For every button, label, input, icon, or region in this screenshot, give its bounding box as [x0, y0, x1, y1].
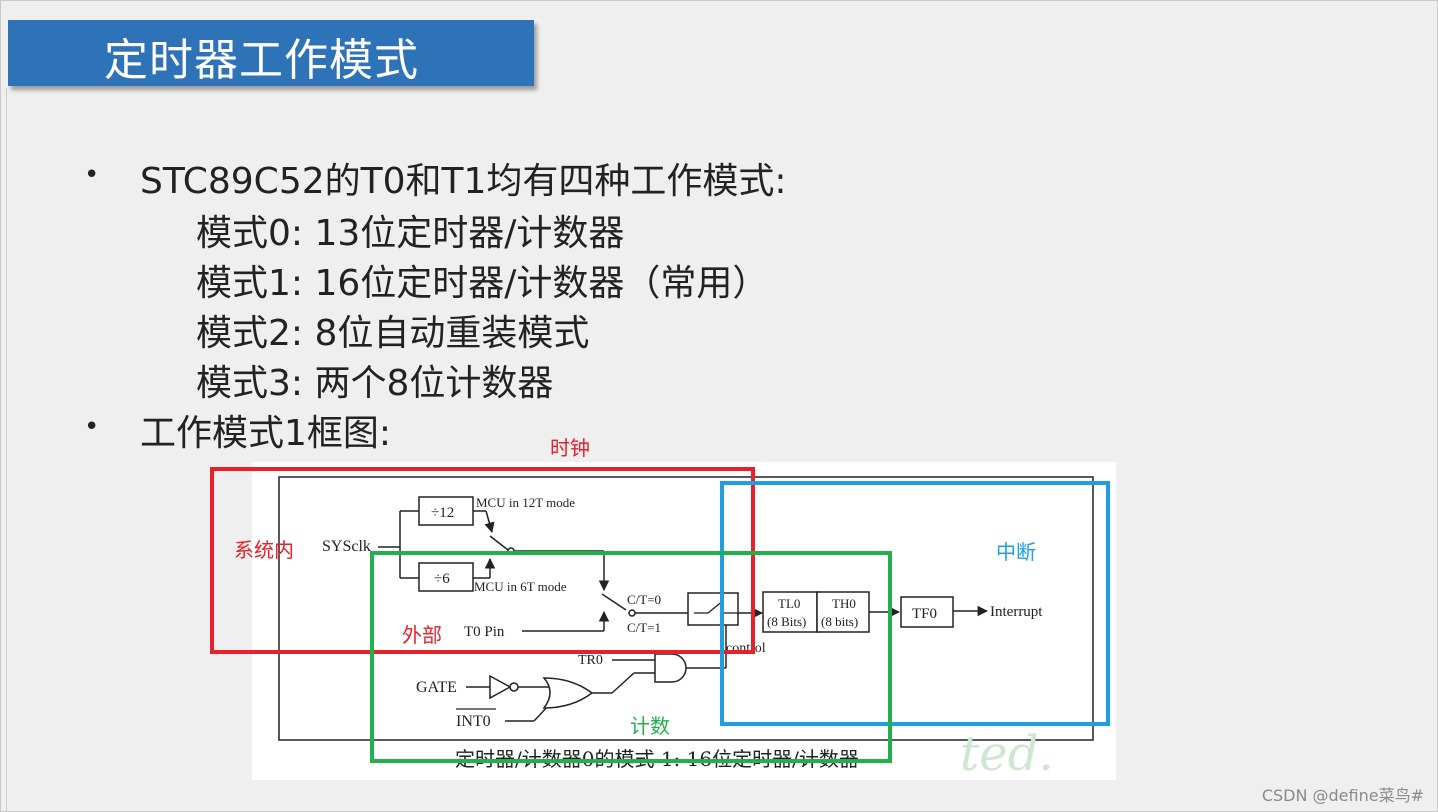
tr0-label: TR0 — [578, 653, 603, 668]
title-bar: 定时器工作模式 — [8, 20, 534, 86]
ct0-label: C/T=0 — [627, 592, 661, 607]
div12-box — [418, 496, 474, 526]
int0-label: INT0 — [456, 713, 491, 730]
mode-0-line: 模式0: 13位定时器/计数器 — [196, 213, 625, 254]
counting-annotation: 计数 — [630, 714, 670, 738]
mode-1-line: 模式1: 16位定时器/计数器（常用） — [196, 263, 769, 304]
external-annotation: 外部 — [402, 623, 442, 647]
csdn-watermark: CSDN @define菜鸟# — [1261, 786, 1424, 805]
mode-2-line: 模式2: 8位自动重装模式 — [196, 313, 590, 354]
t0pin-label: T0 Pin — [464, 624, 505, 640]
sysclk-label: SYSclk — [322, 538, 371, 555]
mode-3-line: 模式3: 两个8位计数器 — [196, 363, 554, 404]
clock-region-box — [210, 467, 755, 654]
ct1-label: C/T=1 — [627, 620, 661, 635]
div6-label: ÷6 — [434, 571, 450, 587]
tl0-bits-label: (8 Bits) — [767, 614, 806, 629]
bullet-text-2: 工作模式1框图: — [140, 413, 392, 454]
gate-label: GATE — [416, 679, 457, 696]
mcu12-label: MCU in 12T mode — [476, 495, 575, 510]
faded-mark: ted. — [960, 726, 1054, 782]
bullet-marker-2: • — [84, 412, 100, 442]
bullet-marker-1: • — [84, 160, 100, 190]
tf0-box — [900, 596, 954, 628]
counting-region-box — [370, 551, 892, 763]
clock-switch — [489, 535, 509, 551]
figure-background — [252, 462, 1116, 780]
mcu6-label: MCU in 6T mode — [474, 579, 567, 594]
div12-label: ÷12 — [431, 505, 454, 521]
ct-switch — [601, 593, 627, 611]
slide-title: 定时器工作模式 — [104, 35, 419, 86]
th0-label: TH0 — [832, 596, 856, 611]
interrupt-region-box — [720, 481, 1110, 726]
bullet-text-1: STC89C52的T0和T1均有四种工作模式: — [140, 161, 787, 202]
not-gate — [489, 674, 512, 700]
interrupt-annotation: 中断 — [996, 540, 1036, 564]
tf0-label: TF0 — [912, 606, 937, 622]
system-internal-annotation: 系统内 — [234, 538, 294, 562]
clock-annotation: 时钟 — [550, 436, 590, 460]
or-gate — [542, 677, 594, 709]
and-gate — [654, 653, 687, 683]
left-rule — [6, 88, 7, 812]
th0-bits-label: (8 bits) — [821, 614, 858, 629]
div6-box — [418, 562, 474, 592]
tl0-label: TL0 — [778, 596, 800, 611]
interrupt-label: Interrupt — [990, 604, 1043, 620]
outer-frame — [278, 476, 1094, 741]
